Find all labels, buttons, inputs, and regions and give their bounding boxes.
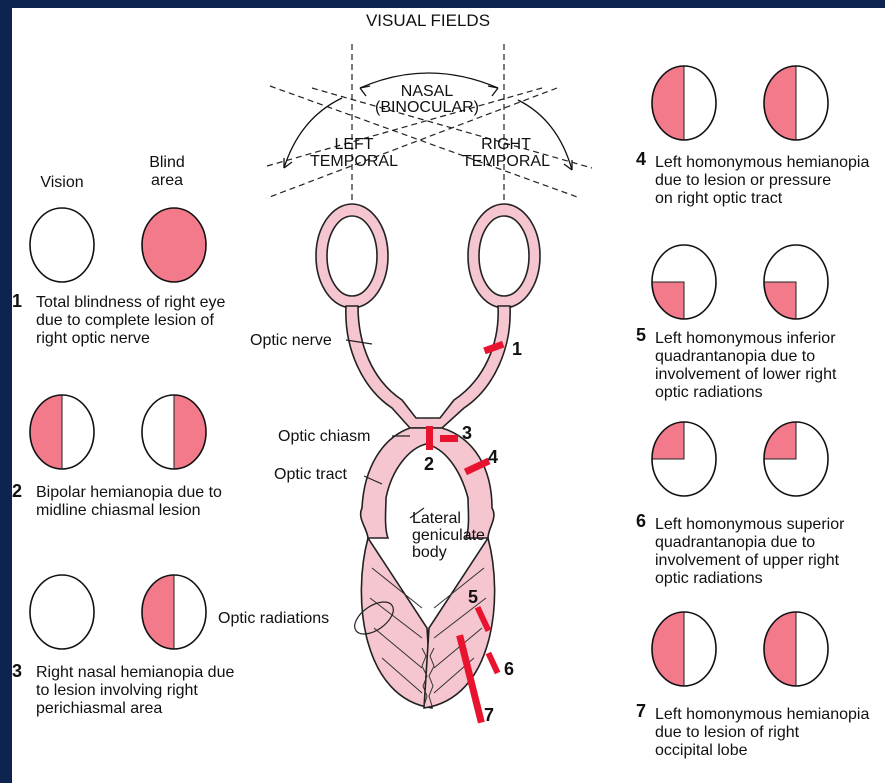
field-circle — [30, 575, 94, 649]
defect-description: Left homonymous hemianopia due to lesion… — [655, 154, 869, 208]
field-circle — [30, 395, 94, 469]
field-circle — [652, 422, 716, 496]
lesion-mark-4: 4 — [488, 448, 498, 466]
lesion-mark-6: 6 — [504, 660, 514, 678]
defect-number: 5 — [636, 326, 646, 344]
lesion-mark-1: 1 — [512, 340, 522, 358]
defect-description: Left homonymous inferior quadrantanopia … — [655, 330, 836, 402]
left-temporal-label: LEFT TEMPORAL — [304, 136, 404, 170]
lesion-mark-7: 7 — [484, 706, 494, 724]
field-circle — [142, 575, 206, 649]
defect-description: Bipolar hemianopia due to midline chiasm… — [36, 484, 222, 520]
optic-chiasm-label: Optic chiasm — [278, 428, 370, 446]
defect-number: 4 — [636, 150, 646, 168]
lesion-mark-5: 5 — [468, 588, 478, 606]
visual-fields-title: VISUAL FIELDS — [363, 12, 493, 30]
field-circle — [764, 66, 828, 140]
right-temporal-label: RIGHT TEMPORAL — [456, 136, 556, 170]
optic-tract-label: Optic tract — [274, 466, 347, 484]
defect-number: 7 — [636, 702, 646, 720]
field-circle — [652, 245, 716, 319]
vision-column-label: Vision — [32, 174, 92, 192]
field-circle — [142, 395, 206, 469]
lesion-mark-2: 2 — [424, 455, 434, 473]
defect-description: Total blindness of right eye due to comp… — [36, 294, 225, 348]
lateral-geniculate-body-label: Lateral geniculate body — [412, 510, 485, 561]
defect-number: 3 — [12, 662, 22, 680]
defect-description: Left homonymous superior quadrantanopia … — [655, 516, 844, 588]
defect-number: 2 — [12, 482, 22, 500]
visual-field-lines — [267, 44, 592, 223]
optic-nerves — [346, 306, 510, 428]
defect-number: 1 — [12, 292, 22, 310]
nasal-label: NASAL (BINOCULAR) — [367, 84, 487, 116]
blind-area-column-label: Blind area — [137, 154, 197, 190]
defect-number: 6 — [636, 512, 646, 530]
defect-description: Right nasal hemianopia due to lesion inv… — [36, 664, 234, 718]
optic-nerve-label: Optic nerve — [250, 332, 332, 350]
lesion-mark-3: 3 — [462, 424, 472, 442]
field-circle — [142, 208, 206, 282]
left-radiation — [361, 538, 432, 708]
field-circle — [652, 66, 716, 140]
field-circle — [652, 612, 716, 686]
field-circle — [764, 422, 828, 496]
field-circle — [764, 245, 828, 319]
defect-description: Left homonymous hemianopia due to lesion… — [655, 706, 869, 760]
field-circle — [30, 208, 94, 282]
optic-radiations-label: Optic radiations — [218, 610, 329, 628]
diagram-panel: VISUAL FIELDS NASAL (BINOCULAR) LEFT TEM… — [12, 8, 885, 783]
field-circle — [764, 612, 828, 686]
